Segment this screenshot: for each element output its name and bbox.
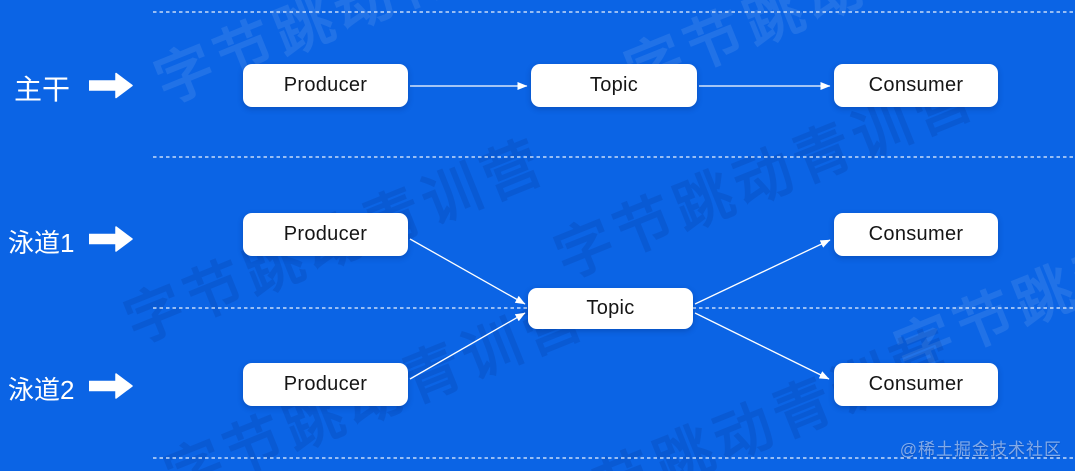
lane-label-main: 主干 [14, 74, 71, 105]
lane-arrow-icon [89, 373, 133, 399]
lane-arrow-icon [89, 72, 133, 99]
node-main-producer: Producer [243, 64, 408, 107]
edge-shared-topic-to-lane2-consumer [694, 312, 830, 380]
node-lane2-producer: Producer [243, 363, 408, 406]
node-main-topic: Topic [531, 64, 697, 107]
edge-shared-topic-to-lane1-consumer [694, 239, 831, 305]
edge-lane2-producer-to-shared-topic [409, 312, 526, 380]
community-credit-watermark: @稀土掘金技术社区 [899, 440, 1062, 459]
node-main-consumer: Consumer [834, 64, 998, 107]
lane-label-lane2: 泳道2 [8, 375, 75, 405]
lane-label-lane1: 泳道1 [8, 228, 75, 258]
node-lane1-consumer: Consumer [834, 213, 998, 256]
edge-lane1-producer-to-shared-topic [409, 238, 526, 305]
lane-arrow-icon [89, 226, 133, 252]
node-lane1-producer: Producer [243, 213, 408, 256]
node-lane2-consumer: Consumer [834, 363, 998, 406]
node-shared-topic: Topic [528, 288, 693, 329]
